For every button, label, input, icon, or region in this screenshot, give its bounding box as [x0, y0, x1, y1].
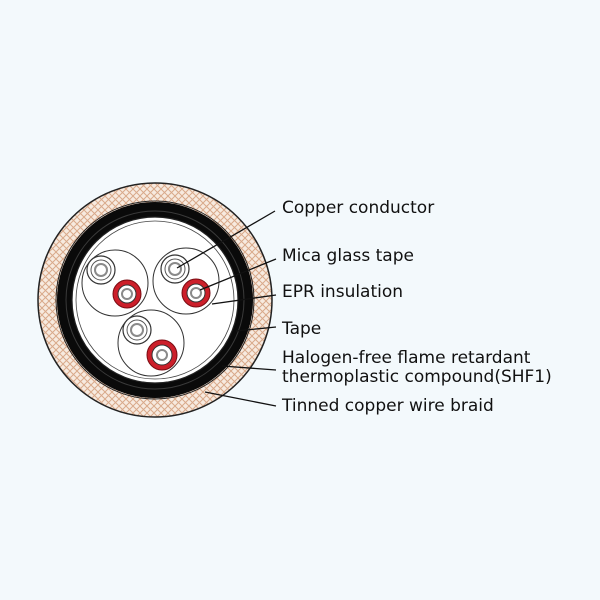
leader-mica-glass-tape [199, 258, 277, 291]
pair-top-right [152, 247, 220, 315]
copper-conductor [156, 349, 168, 361]
leader-shf1-sheath [221, 365, 277, 371]
leader-tinned-copper-wire-braid [204, 391, 277, 407]
tape-inner-line [75, 220, 235, 380]
label-sheath-line-2: thermoplastic compound(SHF1) [282, 367, 552, 387]
label-copper-conductor: Copper conductor [282, 198, 435, 218]
pair-bottom [117, 309, 185, 377]
leader-tape [235, 326, 277, 332]
leader-copper-conductor [176, 210, 276, 269]
copper-conductor [94, 263, 108, 277]
pair-top-left [81, 249, 149, 317]
pair-binder [152, 247, 220, 315]
copper-conductor [130, 323, 144, 337]
copper-conductor [168, 262, 182, 276]
label-sheath-line-1: Halogen-free flame retardant [282, 348, 531, 368]
copper-conductor [190, 287, 202, 299]
label-tape: Tape [282, 319, 322, 339]
label-mica-glass-tape: Mica glass tape [282, 246, 414, 266]
leader-epr-insulation [211, 294, 277, 305]
braid-inner-edge [55, 200, 255, 400]
copper-conductor [121, 288, 133, 300]
label-tinned-copper-wire-braid: Tinned copper wire braid [282, 396, 494, 416]
label-epr-insulation: EPR insulation [282, 282, 404, 302]
